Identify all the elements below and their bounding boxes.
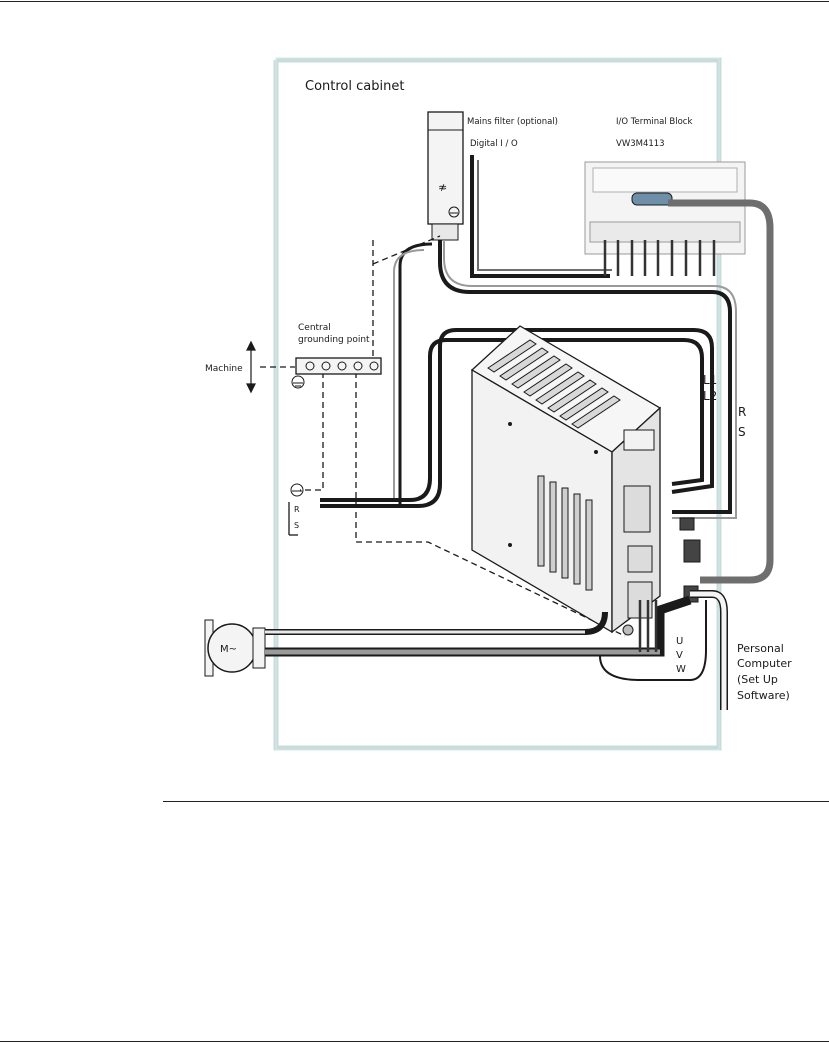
l1-label: L1	[703, 373, 717, 387]
pc-label-line2: Computer	[737, 657, 792, 670]
pc-label-line4: Software)	[737, 689, 790, 702]
top-rule	[0, 1, 829, 2]
grounding-label-line1: Central	[298, 323, 331, 333]
s-small-label: S	[294, 521, 299, 530]
io-terminal-wires	[603, 240, 716, 276]
figure-end-rule	[163, 801, 829, 802]
digital-io-label: Digital I / O	[470, 139, 518, 149]
drive-connectors	[679, 517, 701, 603]
u-label: U	[676, 636, 683, 647]
mains-filter: ≉	[427, 111, 464, 241]
bottom-rule	[0, 1041, 829, 1042]
filter-to-terminal-cable	[320, 242, 433, 508]
r-label: R	[738, 405, 746, 419]
digital-io-cable	[470, 155, 610, 278]
motor-label: M~	[220, 644, 237, 655]
s-label: S	[738, 425, 746, 439]
central-grounding-bar	[295, 357, 382, 375]
servo-drive	[470, 325, 662, 636]
io-terminal-block	[584, 161, 746, 255]
io-block-title: I/O Terminal Block	[616, 117, 692, 127]
motor-encoder-cable	[265, 611, 608, 635]
io-block-model: VW3M4113	[616, 139, 665, 149]
pc-label-line3: (Set Up	[737, 673, 778, 686]
w-label: W	[676, 664, 686, 675]
v-label: V	[676, 650, 683, 661]
mains-filter-label: Mains filter (optional)	[467, 117, 558, 127]
pc-label-line1: Personal	[737, 642, 784, 655]
comm-cable-to-io	[668, 199, 774, 584]
ground-symbol-icon	[291, 375, 305, 389]
ground-icon	[448, 206, 460, 218]
r-small-label: R	[294, 505, 300, 514]
cabinet-label: Control cabinet	[305, 79, 404, 94]
l2-label: L2	[703, 389, 717, 403]
power-cable-l1	[320, 328, 714, 508]
machine-arrow-icon	[246, 340, 256, 394]
grounding-label-line2: grounding point	[298, 335, 370, 345]
motor	[204, 619, 266, 677]
power-cable-l2	[320, 338, 704, 502]
ground-dashed-lines	[260, 235, 626, 637]
lower-ground-terminal	[288, 483, 304, 536]
machine-label: Machine	[205, 364, 243, 374]
filter-symbol-icon: ≉	[438, 181, 447, 194]
mains-to-rs-cable	[438, 240, 732, 514]
